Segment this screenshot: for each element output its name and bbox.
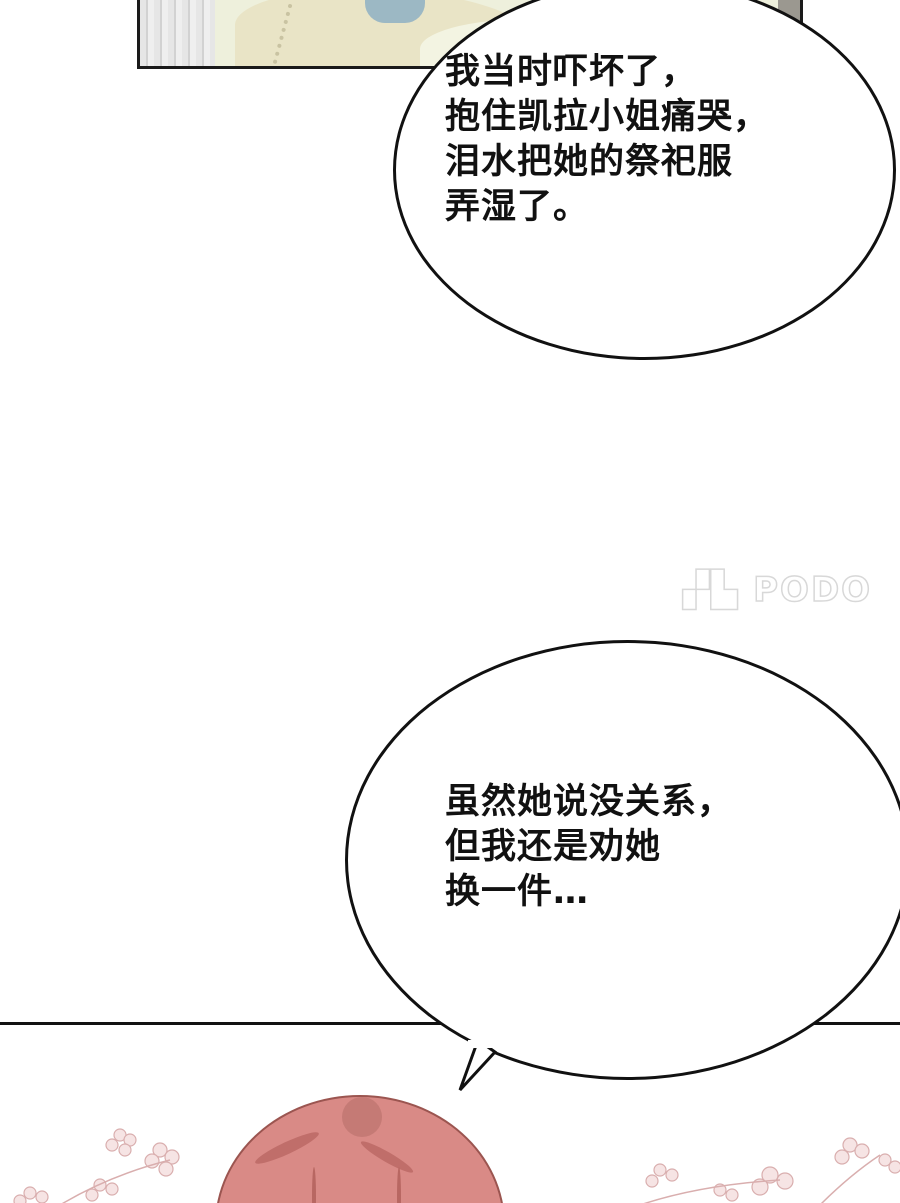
speech-bubble-2-text: 虽然她说没关系， 但我还是劝她换一件… — [445, 780, 733, 915]
speech-bubble-1 — [393, 0, 896, 360]
flower-icon — [105, 1128, 137, 1157]
bubble-2-line: 虽然她说没关系， — [445, 782, 734, 822]
speech-bubble-tail-icon — [458, 1040, 508, 1092]
hair-strand — [397, 1167, 401, 1203]
flower-icon — [13, 1186, 49, 1203]
bubble-1-line: 抱住凯拉小姐痛哭， — [445, 97, 770, 137]
curtain-background — [140, 0, 215, 66]
flower-icon — [878, 1153, 900, 1174]
watermark-logo-icon: ▞▙ — [682, 569, 754, 611]
hair-part — [342, 1097, 382, 1137]
hair-strand — [312, 1167, 316, 1203]
flower-icon — [85, 1178, 119, 1202]
podo-watermark: ▞▙ PODO — [682, 569, 873, 611]
watermark-text: PODO — [752, 569, 873, 611]
bubble-2-line: 换一件… — [445, 872, 590, 912]
character-hair — [215, 1095, 505, 1203]
blue-ribbon — [365, 0, 425, 23]
flower-icon — [834, 1137, 870, 1165]
bubble-2-line: 但我还是劝她 — [445, 827, 662, 867]
hair-streak — [252, 1127, 322, 1169]
speech-bubble-2 — [345, 640, 900, 1080]
bubble-1-line: 我当时吓坏了， — [445, 52, 698, 92]
flower-icon — [645, 1163, 679, 1188]
flower-icon — [751, 1166, 794, 1196]
bubble-1-line: 泪水把她的祭祀服 — [445, 142, 734, 182]
flower-icon — [144, 1142, 180, 1177]
bubble-1-line: 弄湿了。 — [445, 187, 590, 227]
hair-streak — [358, 1137, 416, 1177]
flower-branches-background — [13, 1128, 900, 1203]
speech-bubble-1-text: 我当时吓坏了， 抱住凯拉小姐痛哭， 泪水把她的祭祀服弄湿了。 — [445, 50, 769, 230]
